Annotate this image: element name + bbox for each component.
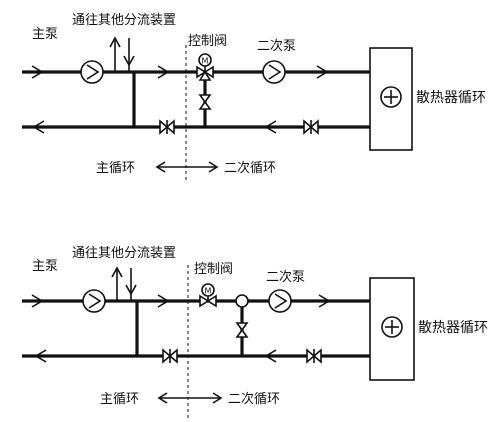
tee-fitting-icon [235,294,249,308]
primary-pump-icon [80,60,104,84]
control-valve-icon: M [196,53,214,81]
loop-split-arrow [155,161,219,173]
loop-split-arrow [157,392,223,404]
branch-pipes [111,266,137,301]
primary-pump-icon [82,289,106,313]
secondary-loop-label: 二次循环 [224,160,276,176]
radiator-box [369,277,415,381]
flow-arrow-supply [316,65,329,79]
diagram-bottom: M [22,246,488,418]
control-valve-label: 控制阀 [188,34,227,49]
balancing-valve-icon [235,322,249,338]
flow-arrow-return [32,120,45,134]
branch-label: 通往其他分流装置 [72,246,176,261]
secondary-loop-label: 二次循环 [228,391,280,407]
radiator-label: 散热器循环 [418,320,488,336]
flow-arrow-supply [31,294,44,308]
radiator-label: 散热器循环 [416,90,486,106]
primary-loop-label: 主循环 [96,161,135,176]
flow-arrow-supply [157,294,170,308]
secondary-pump-label: 二次泵 [257,38,296,54]
secondary-pump-icon [262,60,286,84]
flow-arrow-return [34,349,47,363]
primary-pump-label: 主泵 [32,259,58,274]
check-valve-icon [306,348,322,364]
flow-arrow-supply [318,294,331,308]
branch-pipes [109,36,135,72]
flow-arrow-supply [157,65,170,79]
flow-arrow-supply [31,65,44,79]
motor-symbol: M [205,287,212,296]
motor-symbol: M [202,57,209,66]
secondary-pump-label: 二次泵 [266,269,305,285]
check-valve-icon [162,348,178,364]
balancing-valve-icon [198,94,212,110]
flow-arrow-return [264,120,277,134]
secondary-pump-icon [268,289,292,313]
branch-label: 通往其他分流装置 [72,13,176,28]
radiator-box [369,47,413,151]
diagram-top: M [22,13,486,182]
primary-pump-label: 主泵 [32,27,58,42]
control-valve-label: 控制阀 [194,262,233,277]
control-valve-icon: M [199,283,217,308]
primary-loop-label: 主循环 [100,392,139,407]
check-valve-icon [303,119,319,135]
flow-arrow-return [264,349,277,363]
check-valve-icon [159,119,175,135]
